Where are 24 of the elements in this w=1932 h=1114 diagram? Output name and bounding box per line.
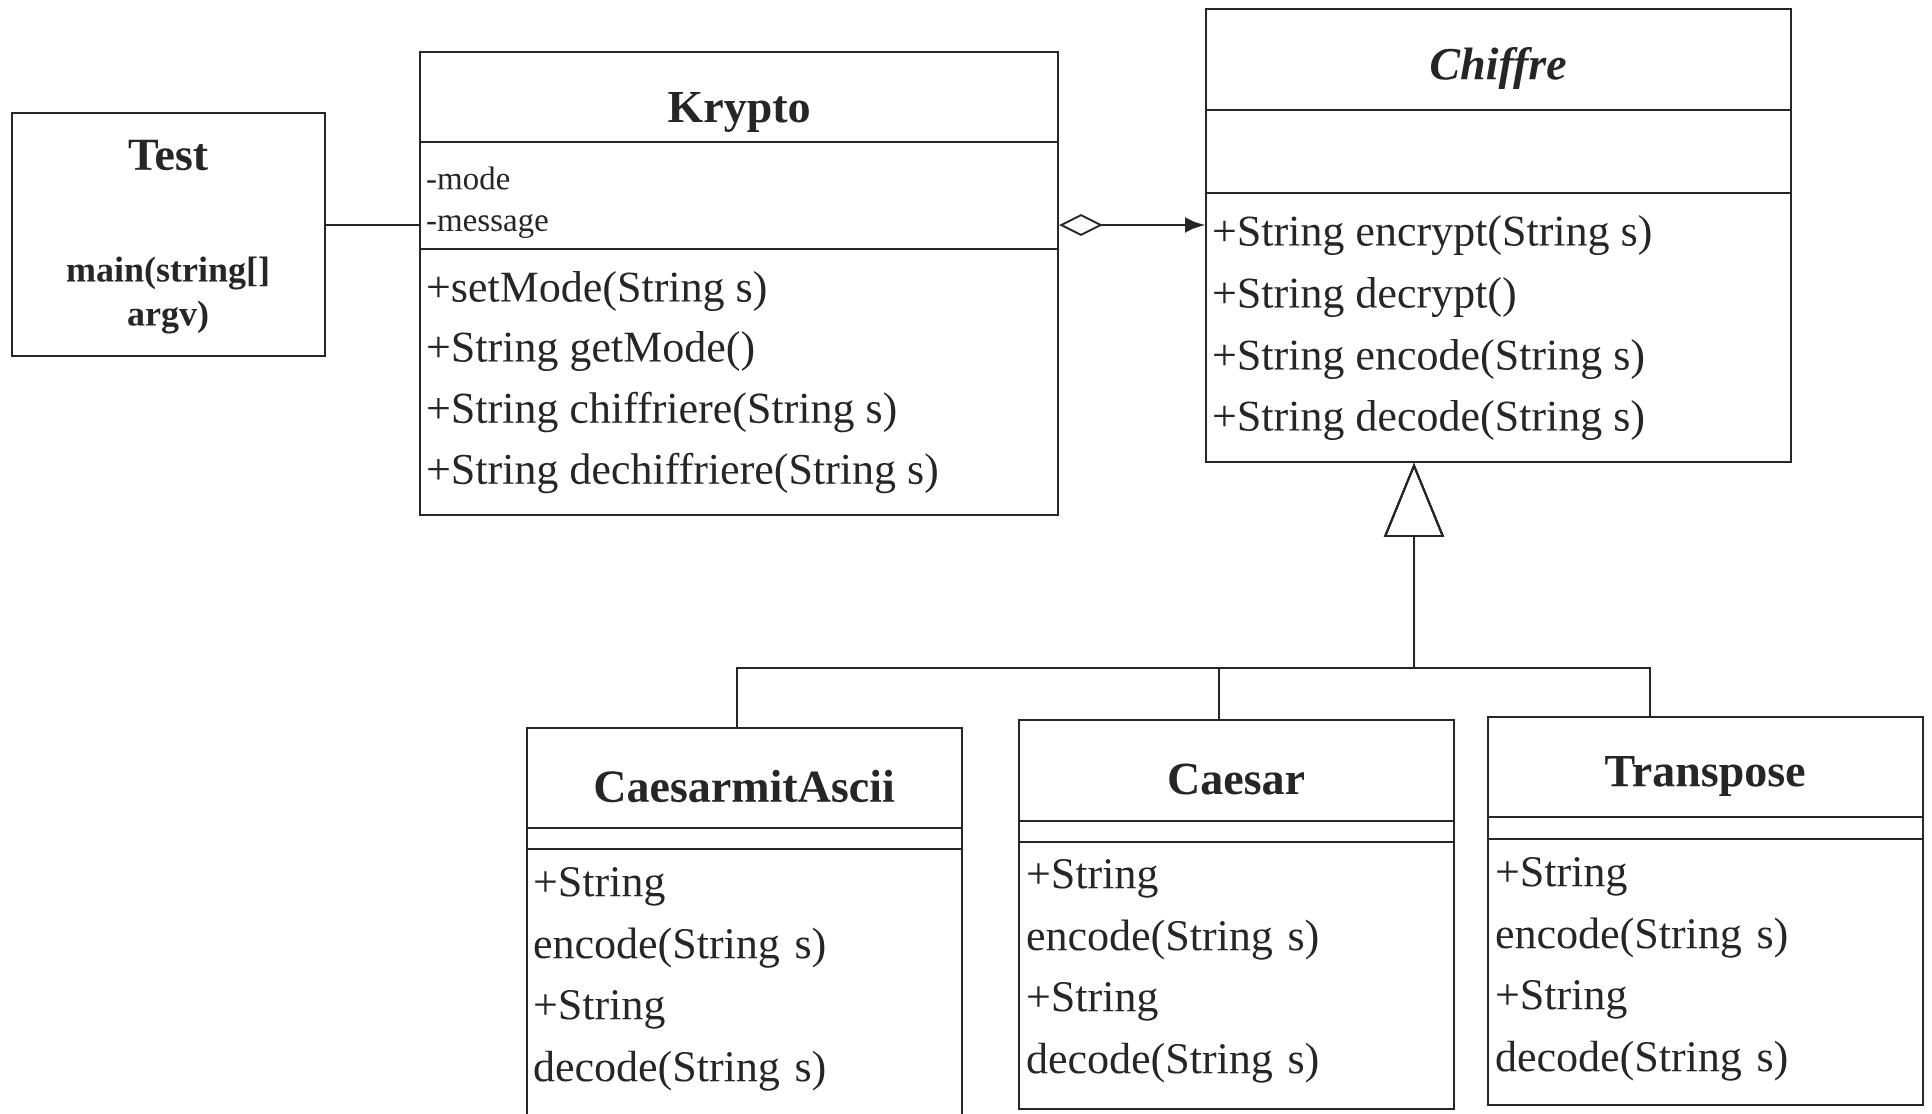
operation-text: +String encode(String s): [534, 867, 825, 968]
operation-text: +String encrypt(String s): [1214, 215, 1651, 255]
association-line: [325, 224, 420, 226]
class-name: Caesar: [1169, 763, 1304, 795]
class-name: Test: [128, 139, 208, 171]
class-name: Transpose: [1605, 756, 1805, 796]
operation-text: +String getMode(): [428, 331, 754, 371]
operation-text: +String dechiffriere(String s): [428, 452, 937, 494]
class-name: Chiffre: [1431, 46, 1566, 90]
attribute-text: -mode: [427, 166, 510, 190]
operation-text: +String encode(String s): [1214, 339, 1644, 379]
operation-text: main(string[] argv): [67, 256, 268, 334]
class-name: CaesarmitAscii: [595, 769, 895, 803]
operation-text: +String decode(String s): [1027, 982, 1318, 1083]
operation-text: +String encode(String s): [1027, 859, 1318, 960]
attribute-text: -message: [427, 213, 548, 239]
operation-text: +String chiffriere(String s): [428, 391, 896, 433]
operation-text: +setMode(String s): [428, 271, 766, 311]
operation-text: +String decode(String s): [1214, 400, 1644, 440]
class-name: Krypto: [668, 92, 809, 133]
operation-text: +String decode(String s): [1496, 980, 1787, 1081]
operation-text: +String decode(String s): [534, 990, 825, 1091]
operation-text: +String decrypt(): [1214, 277, 1515, 317]
operation-text: +String encode(String s): [1496, 857, 1787, 958]
